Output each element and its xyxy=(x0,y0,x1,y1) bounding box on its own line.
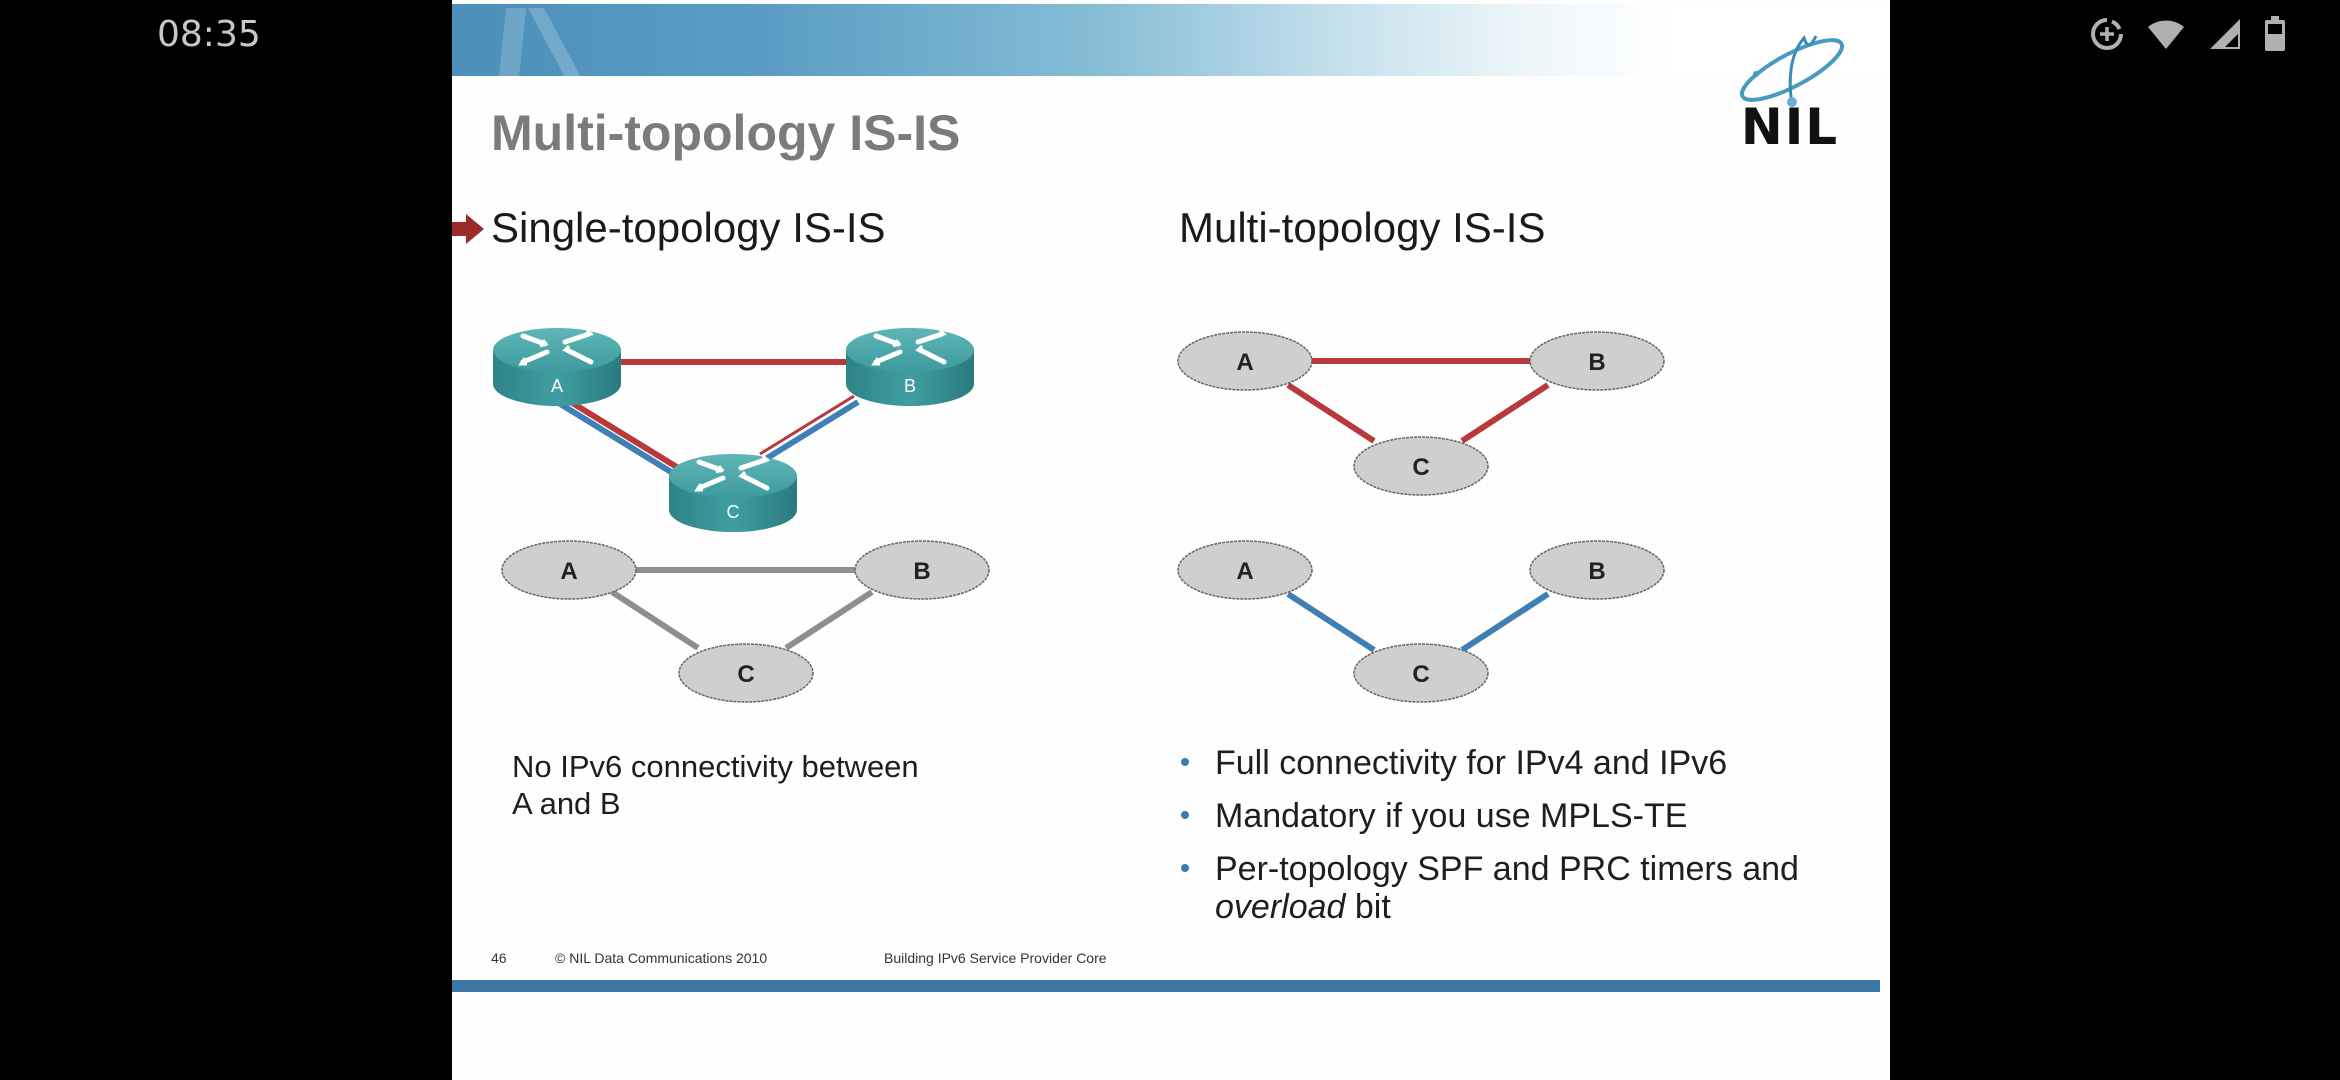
presentation-slide: Multi-topology IS-IS NIL Single-topology… xyxy=(452,0,1890,1080)
svg-text:B: B xyxy=(1588,558,1605,585)
ipv6-link-a-c xyxy=(1286,591,1376,653)
ipv6-node-a: A xyxy=(1177,540,1313,600)
multi-topology-heading: Multi-topology IS-IS xyxy=(1179,204,1546,251)
svg-text:A: A xyxy=(1236,558,1253,585)
note-line: No IPv6 connectivity between xyxy=(512,749,919,784)
graph-node-c: C xyxy=(678,643,814,703)
topology-diagrams: A B C A B C A B xyxy=(493,0,1665,703)
router-a: A xyxy=(493,328,621,406)
status-icons xyxy=(2090,16,2286,52)
ipv6-node-c: C xyxy=(1353,643,1489,703)
nil-logo: NIL xyxy=(1728,30,1852,152)
graph-node-b: B xyxy=(854,540,990,600)
ipv6-topology-graph: A B C xyxy=(1177,540,1665,703)
page-number: 46 xyxy=(491,950,507,966)
course-title: Building IPv6 Service Provider Core xyxy=(884,950,1107,966)
footer-bar xyxy=(452,980,1880,992)
bullet-dot-icon xyxy=(1181,811,1189,819)
ipv6-link-b-c xyxy=(1460,591,1550,653)
data-saver-icon xyxy=(2091,18,2123,50)
bullet-dot-icon xyxy=(1181,758,1189,766)
status-time: 08:35 xyxy=(157,14,261,55)
router-b: B xyxy=(846,328,974,406)
bullet-item: Mandatory if you use MPLS-TE xyxy=(1178,797,1855,835)
multi-topology-bullets: Full connectivity for IPv4 and IPv6 Mand… xyxy=(1178,744,1855,941)
svg-text:C: C xyxy=(1412,661,1429,688)
header-banner xyxy=(452,4,1890,98)
single-topology-heading: Single-topology IS-IS xyxy=(491,204,886,251)
router-label: A xyxy=(551,376,563,396)
ipv4-node-b: B xyxy=(1529,331,1665,391)
orbit-logo-icon xyxy=(1739,35,1845,107)
ipv4-link-a-c xyxy=(1286,382,1376,444)
graph-link-a-c xyxy=(610,589,700,651)
graph-link-b-c xyxy=(784,589,874,651)
copyright: © NIL Data Communications 2010 xyxy=(555,950,768,966)
ipv4-node-a: A xyxy=(1177,331,1313,391)
svg-text:B: B xyxy=(913,558,930,585)
battery-icon xyxy=(2265,16,2285,51)
svg-text:C: C xyxy=(737,661,754,688)
single-topology-note: No IPv6 connectivity between A and B xyxy=(512,748,919,822)
link-b-c-ipv6 xyxy=(762,399,860,463)
svg-text:C: C xyxy=(1412,454,1429,481)
italic-term: overload xyxy=(1215,888,1346,926)
ipv4-link-b-c xyxy=(1460,382,1550,444)
graph-node-a: A xyxy=(501,540,637,600)
router-c: C xyxy=(669,454,797,532)
link-b-c-ipv4 xyxy=(759,394,855,456)
ipv4-node-c: C xyxy=(1353,436,1489,496)
bullet-item: Per-topology SPF and PRC timers and over… xyxy=(1178,850,1855,926)
ipv4-topology-graph: A B C xyxy=(1177,331,1665,496)
wifi-icon xyxy=(2148,20,2184,49)
svg-text:A: A xyxy=(1236,349,1253,376)
router-label: B xyxy=(904,376,916,396)
arrow-right-icon xyxy=(452,214,484,244)
router-label: C xyxy=(727,502,740,522)
note-line: A and B xyxy=(512,786,621,821)
cellular-signal-icon xyxy=(2210,19,2240,49)
slide-title: Multi-topology IS-IS xyxy=(491,105,961,161)
ipv6-node-b: B xyxy=(1529,540,1665,600)
bullet-item: Full connectivity for IPv4 and IPv6 xyxy=(1178,744,1855,782)
logo-text: NIL xyxy=(1740,98,1840,156)
svg-text:B: B xyxy=(1588,349,1605,376)
single-topology-graph: A B C xyxy=(501,540,990,703)
svg-text:A: A xyxy=(560,558,577,585)
bullet-dot-icon xyxy=(1181,864,1189,872)
